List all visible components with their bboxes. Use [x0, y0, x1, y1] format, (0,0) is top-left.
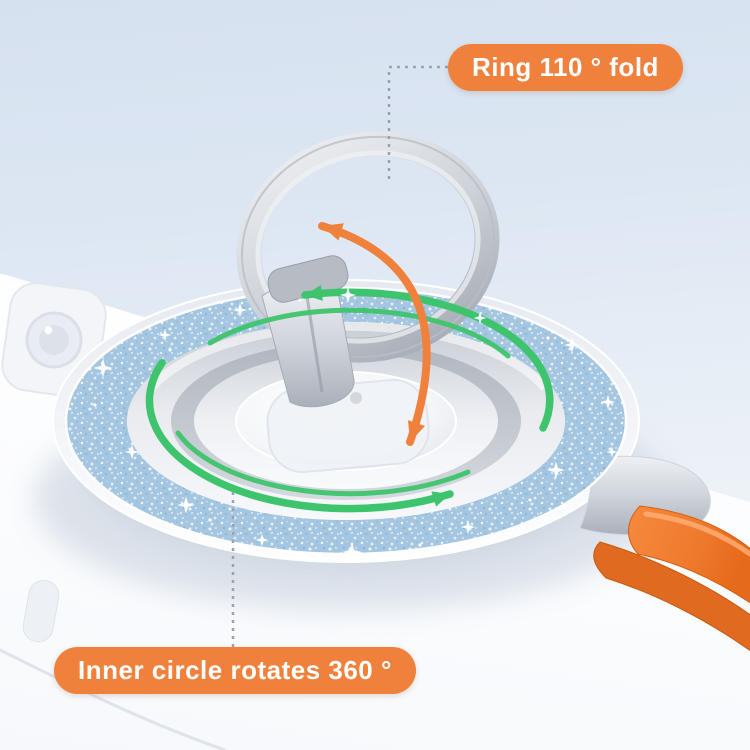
rotation-arrow-upper [301, 288, 554, 432]
phone-side-button [22, 579, 60, 643]
sparkle-dot [528, 498, 532, 502]
sparkle-dot [93, 403, 97, 407]
sparkle-dot [610, 378, 614, 382]
lanyard-strap-highlight [643, 511, 750, 557]
rotation-arrowhead-left [305, 284, 323, 301]
glitter-outer-rim [64, 286, 628, 556]
phone-edge-line [0, 648, 226, 750]
grip-ring-highlight [255, 150, 481, 344]
grip-ring-edge [240, 135, 496, 359]
grip-ring-body [236, 131, 500, 363]
callout-inner-rotation-label: Inner circle rotates 360 ° [78, 655, 392, 685]
lanyard-strap-upper [628, 505, 750, 604]
rotation-arrow-upper-double [207, 307, 511, 359]
rotation-arrow-lower-double [175, 430, 471, 497]
fold-arrow-curve [318, 222, 431, 446]
hinge-seam [304, 289, 324, 393]
sparkles [93, 287, 618, 562]
sparkle-dot [168, 348, 172, 352]
phone-body [0, 271, 750, 750]
sparkle-dot [418, 543, 422, 547]
phone-surface [0, 271, 750, 750]
callout-inner-rotation: Inner circle rotates 360 ° [54, 647, 416, 694]
fold-arrow [318, 222, 431, 446]
inner-notch [350, 392, 362, 404]
sparkle-dot [208, 518, 212, 522]
sparkle-dot [546, 336, 550, 340]
fold-arrowhead-top [322, 223, 344, 241]
rotation-arrows [145, 284, 554, 513]
grip-ring [236, 131, 500, 363]
callout-ring-fold: Ring 110 ° fold [448, 44, 683, 91]
leader-line-top [387, 65, 448, 184]
sparkle-dot [298, 298, 302, 302]
callout-ring-fold-label: Ring 110 ° fold [472, 52, 659, 82]
lanyard-strap-lower [593, 541, 750, 652]
fold-arrowhead-bottom [408, 420, 426, 442]
rotation-arrow-lower [145, 359, 454, 513]
rotation-arrowhead-right [431, 491, 450, 507]
camera-lens-glint [44, 326, 53, 335]
ring-highlight [146, 321, 549, 393]
lanyard-strap [593, 505, 750, 652]
